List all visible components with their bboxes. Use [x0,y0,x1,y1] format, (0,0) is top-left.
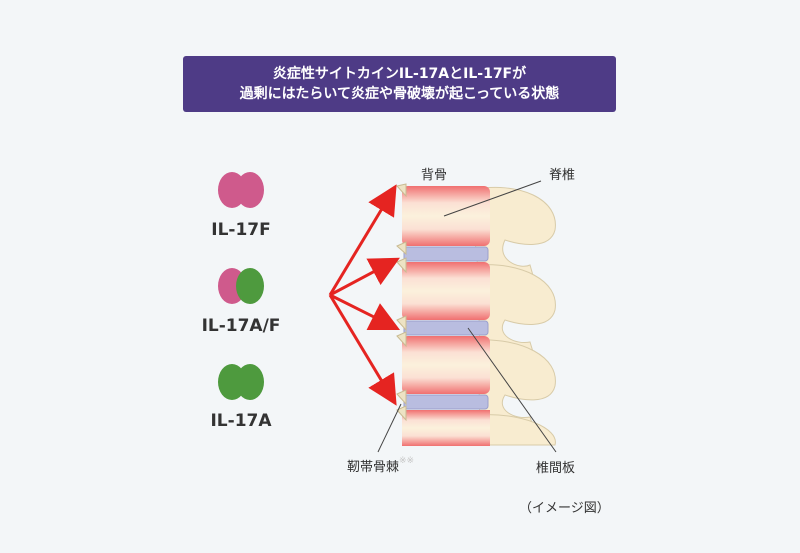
disc-3 [403,394,489,410]
arrow-2 [329,257,400,297]
leader-syndesmophyte [377,403,402,453]
spinous-processes [469,186,556,446]
title-line-2: 過剰にはたらいて炎症や骨破壊が起こっている状態 [239,86,560,102]
title-banner: 炎症性サイトカインIL-17AとIL-17Fが 過剰にはたらいて炎症や骨破壊が起… [183,56,616,112]
vertebra-2 [402,262,490,320]
protein-il17af-right-subunit [236,268,264,304]
disc-1 [403,246,489,262]
intervertebral-discs [403,246,489,410]
leader-spine [443,180,542,217]
vertebra-1 [402,186,490,246]
protein-il17f-icon [218,172,264,208]
vertebra-3 [402,336,490,394]
protein-il17a-right-subunit [236,364,264,400]
label-syndesmophyte-text: 靭帯骨棘 [347,460,400,475]
protein-il17af-icon [218,268,264,304]
disc-2 [403,320,489,336]
title-line-1: 炎症性サイトカインIL-17AとIL-17Fが [272,66,527,82]
label-vertebral-body: 背骨 [421,168,448,183]
syndesmophytes [396,183,407,422]
protein-label-il17af: IL-17A/F [201,316,281,336]
vertebral-bodies [402,186,490,446]
protein-label-il17f: IL-17F [211,220,271,240]
footnote-mark: ※※ [399,456,415,466]
leader-disc [467,327,557,453]
arrow-4 [328,294,397,406]
protein-label-il17a: IL-17A [210,411,272,431]
protein-il17f-right-subunit [236,172,264,208]
protein-il17a-icon [218,364,264,400]
arrow-1 [328,184,397,296]
vertebra-4 [402,410,490,446]
label-intervertebral-disc: 椎間板 [536,461,576,476]
leader-lines [377,180,557,453]
arrow-3 [329,293,401,331]
image-note: （イメージ図） [519,501,610,516]
label-spine: 脊椎 [549,168,576,183]
cytokine-arrows [328,184,401,406]
label-syndesmophyte: 靭帯骨棘※※ [347,456,414,475]
